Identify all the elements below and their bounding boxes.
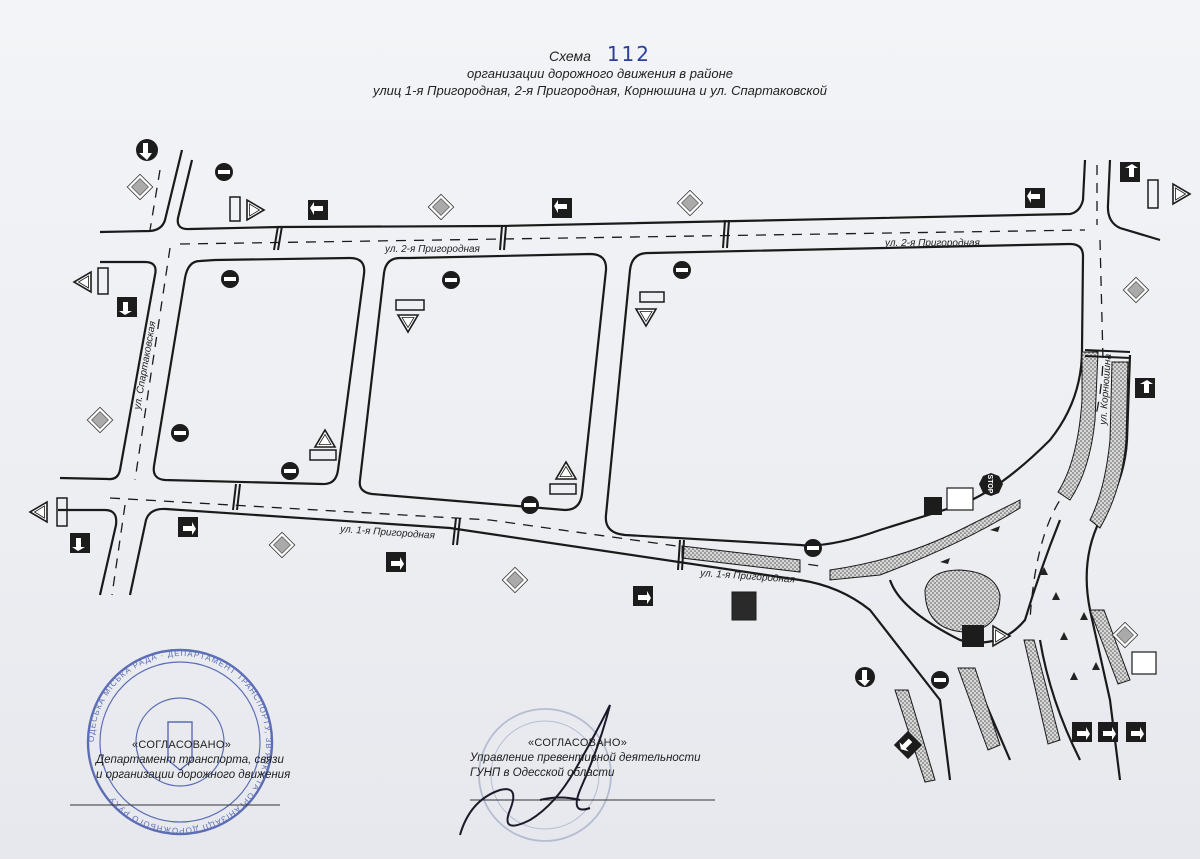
hatched-islands xyxy=(681,351,1131,783)
title-block: Схема 112 организации дорожного движения… xyxy=(0,44,1200,99)
one-way-arrow-icon xyxy=(70,533,90,553)
scheme-number: 112 xyxy=(606,42,652,66)
one-way-arrow-icon xyxy=(552,198,572,218)
no-entry-sign-icon xyxy=(673,261,691,279)
stop-sign-icon: STOP xyxy=(979,473,1003,496)
no-entry-signs xyxy=(171,163,949,689)
approval-left: «СОГЛАСОВАНО» Департамент транспорта, св… xyxy=(96,738,290,783)
one-way-arrow-icon xyxy=(1025,188,1045,208)
yield-sign-icon xyxy=(635,308,657,327)
mandatory-turn-sign-icon xyxy=(136,139,158,161)
yield-sign-icon xyxy=(992,625,1011,647)
yield-signs xyxy=(29,183,1191,647)
one-way-arrow-icon xyxy=(386,552,406,572)
scheme-title: Схема 112 xyxy=(0,44,1200,65)
priority-road-sign-icon xyxy=(1122,276,1150,304)
street-label-1st-pryhorodna-east: ул. 1-я Пригородная xyxy=(699,568,796,586)
no-entry-sign-icon xyxy=(221,270,239,288)
one-way-arrow-icon xyxy=(178,517,198,537)
signature-lines xyxy=(70,799,715,806)
priority-road-sign-icon xyxy=(86,406,114,434)
no-entry-sign-icon xyxy=(804,539,822,557)
stop-sign-label: STOP xyxy=(986,475,993,494)
mandatory-turn-sign-icon xyxy=(855,667,875,687)
yield-sign-icon xyxy=(555,461,577,480)
yield-sign-icon xyxy=(397,314,419,333)
scheme-subtitle: организации дорожного движения в районе xyxy=(466,66,733,81)
road-edges xyxy=(58,149,1161,781)
yield-sign-icon xyxy=(246,199,265,221)
approval-right-header: «СОГЛАСОВАНО» xyxy=(528,737,628,749)
yield-sign-icon xyxy=(73,271,92,293)
no-entry-sign-icon xyxy=(931,671,949,689)
priority-road-sign-icon xyxy=(126,173,154,201)
one-way-arrow-icon xyxy=(633,586,653,606)
approval-right: «СОГЛАСОВАНО» Управление превентивной де… xyxy=(470,736,701,781)
approval-left-line2: и организации дорожного движения xyxy=(96,769,291,781)
lane-direction-icon xyxy=(1126,722,1146,742)
priority-road-sign-icon xyxy=(427,193,455,221)
no-entry-sign-icon xyxy=(442,271,460,289)
coat-of-arms-icon xyxy=(167,721,193,771)
approval-left-header: «СОГЛАСОВАНО» xyxy=(132,739,232,751)
handwritten-signature xyxy=(459,704,611,836)
street-label-2nd-pryhorodna-east: ул. 2-я Пригородная xyxy=(884,238,981,249)
one-way-arrow-icon xyxy=(308,200,328,220)
yield-sign-icon xyxy=(314,429,336,448)
one-way-arrow-icon xyxy=(1135,378,1155,398)
lane-direction-icon xyxy=(1098,722,1118,742)
lane-arrows xyxy=(940,526,1100,680)
second-stamp xyxy=(478,708,612,842)
yield-sign-icon xyxy=(1172,183,1191,205)
street-label-korniushina: ул. Корнюшина xyxy=(1098,353,1114,426)
one-way-arrow-icon xyxy=(1120,162,1140,182)
no-entry-sign-icon xyxy=(215,163,233,181)
no-entry-sign-icon xyxy=(521,496,539,514)
lane-direction-icon xyxy=(1072,722,1092,742)
priority-road-sign-icon xyxy=(676,189,704,217)
street-label-spartakovskaya: ул. Спартаковская xyxy=(132,320,159,412)
one-way-arrow-icon xyxy=(117,297,137,317)
approval-right-line2: ГУНП в Одесской области xyxy=(470,767,615,779)
approval-left-line1: Департамент транспорта, связи xyxy=(96,754,284,766)
yield-sign-icon xyxy=(29,501,48,523)
no-entry-sign-icon xyxy=(171,424,189,442)
scheme-streets: улиц 1-я Пригородная, 2-я Пригородная, К… xyxy=(372,83,828,98)
priority-road-sign-icon xyxy=(268,531,296,559)
scheme-word: Схема xyxy=(548,48,591,64)
approval-right-line1: Управление превентивной деятельности xyxy=(470,752,701,764)
crosswalks xyxy=(232,219,1131,571)
info-plates xyxy=(56,179,1159,675)
no-entry-sign-icon xyxy=(281,462,299,480)
priority-road-sign-icon xyxy=(501,566,529,594)
street-label-2nd-pryhorodna-west: ул. 2-я Пригородная xyxy=(384,244,481,255)
